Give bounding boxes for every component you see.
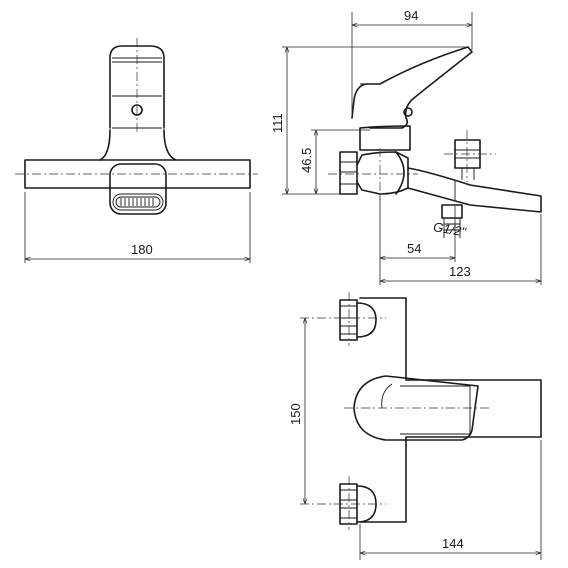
side-view: G1/2" 94 111 46.5 54 123: [270, 8, 542, 285]
depth-top-dimension-label: 94: [404, 8, 418, 23]
total-height-dimension-label: 111: [270, 113, 285, 133]
spout-length-dimension-label: 123: [449, 264, 471, 279]
spout-offset-dimension-label: 54: [407, 241, 421, 256]
top-view: 150 144: [288, 292, 542, 560]
front-view: 180: [15, 38, 258, 263]
inlet-spacing-dimension-label: 150: [288, 403, 303, 425]
depth-dimension-label: 144: [442, 536, 464, 551]
inlet-height-dimension-label: 46.5: [299, 148, 314, 173]
width-dimension-label: 180: [131, 242, 153, 257]
thread-size-label: G1/2": [432, 219, 468, 240]
